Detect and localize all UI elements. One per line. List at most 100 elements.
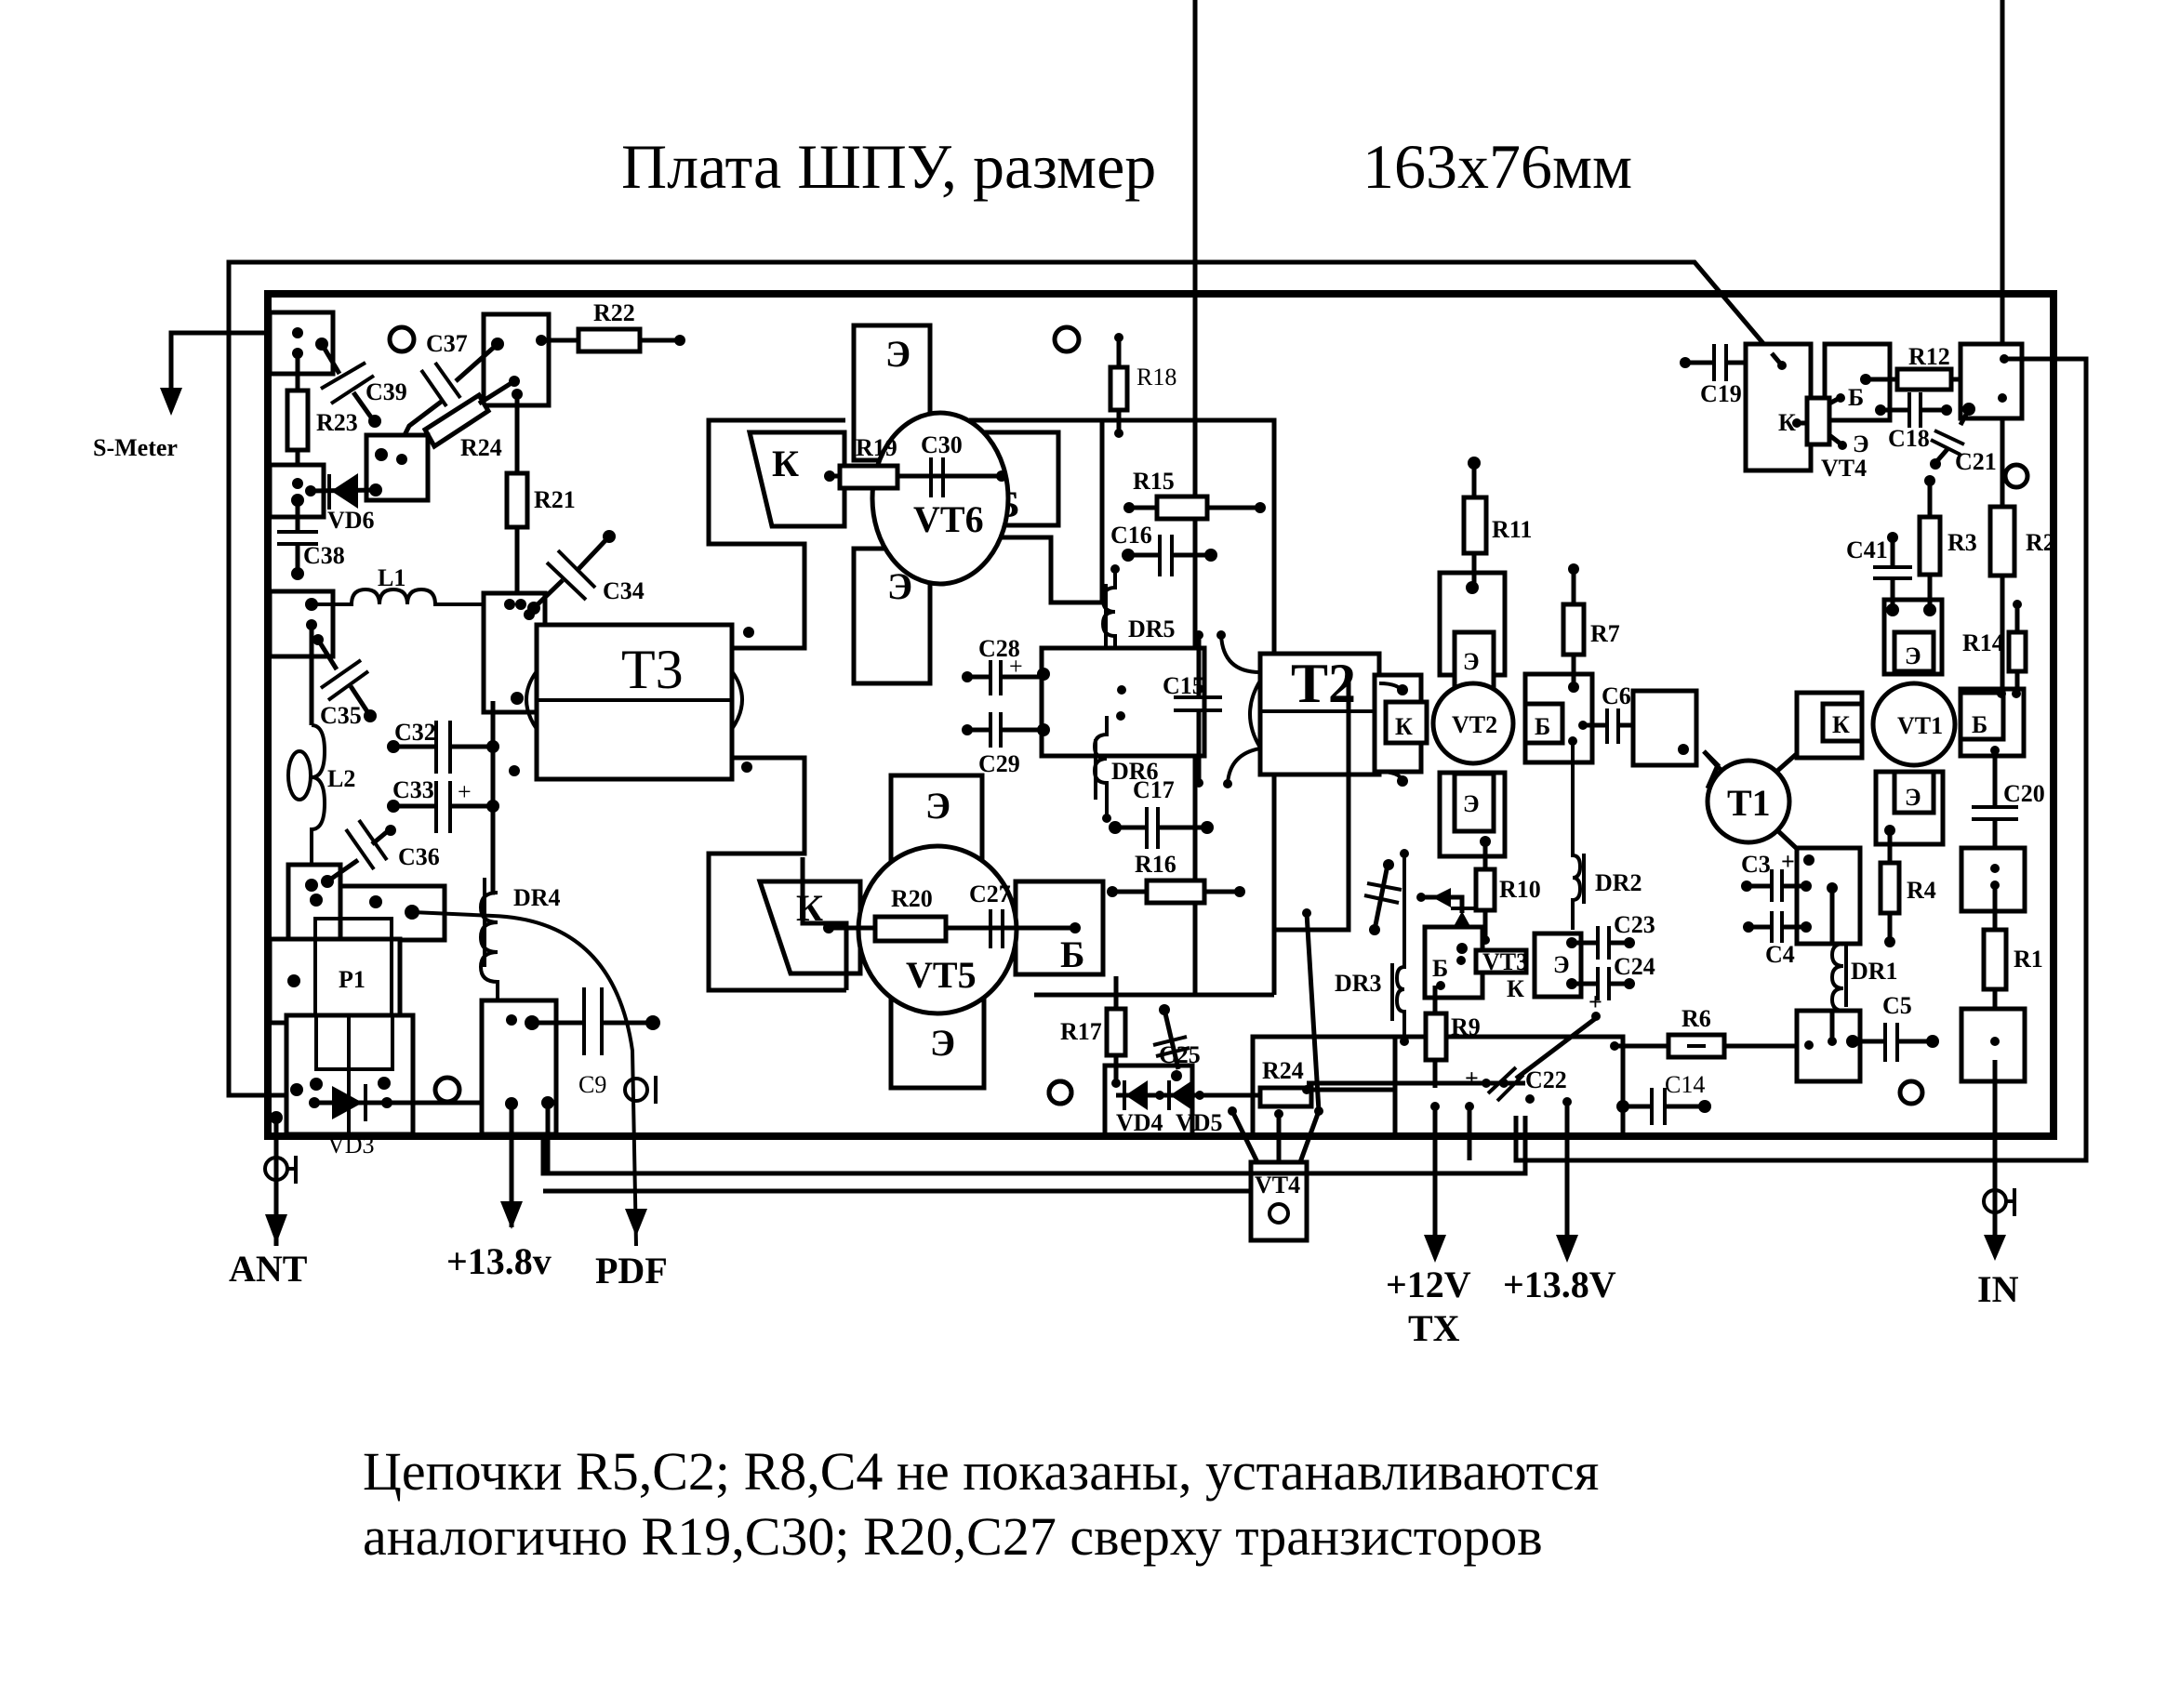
pad bbox=[1820, 701, 1865, 744]
label-T2: T2 bbox=[1291, 653, 1356, 714]
label-C41: C41 bbox=[1846, 536, 1888, 563]
inductor-L1-icon bbox=[312, 587, 507, 606]
svg-text:+: + bbox=[1588, 988, 1602, 1015]
tx-label: TX bbox=[1408, 1307, 1460, 1349]
resistor-R23 bbox=[285, 388, 311, 453]
svg-text:К: К bbox=[772, 443, 799, 484]
label-VT2: VT2 bbox=[1452, 711, 1497, 738]
v12-arrow-icon bbox=[1424, 1235, 1446, 1263]
svg-text:Э: Э bbox=[1463, 790, 1480, 817]
pdf-arrow-icon bbox=[625, 1209, 647, 1237]
inductor-L2-icon bbox=[310, 723, 327, 865]
note-line-2: аналогично R19,C30; R20,C27 сверху транз… bbox=[363, 1506, 1543, 1567]
label-R14: R14 bbox=[1962, 629, 2004, 656]
pad bbox=[1383, 699, 1429, 746]
label-DR1: DR1 bbox=[1851, 958, 1898, 985]
transistor-VT3 bbox=[1473, 947, 1529, 975]
label-VT5: VT5 bbox=[906, 954, 977, 996]
resistor-R2 bbox=[1987, 504, 2017, 578]
inductor-DR4-icon bbox=[478, 891, 499, 1010]
resistor-R7 bbox=[1561, 602, 1587, 657]
resistor-R11 bbox=[1461, 495, 1489, 556]
resistor-R4 bbox=[1878, 860, 1902, 916]
label-VD6: VD6 bbox=[327, 507, 375, 534]
v138-left-arrow-icon bbox=[500, 1201, 523, 1229]
resistor-R15 bbox=[1154, 494, 1210, 522]
transistor-VT2 bbox=[1430, 681, 1516, 766]
note-line-1: Цепочки R5,C2; R8,C4 не показаны, устана… bbox=[363, 1441, 1599, 1502]
label-C16: C16 bbox=[1110, 522, 1152, 549]
resistor-R16 bbox=[1144, 878, 1207, 906]
resistor-R18 bbox=[1108, 364, 1130, 413]
label-R20: R20 bbox=[891, 885, 933, 912]
v138-left-label: +13.8v bbox=[446, 1240, 552, 1282]
label-DR3: DR3 bbox=[1335, 970, 1382, 997]
svg-text:Б: Б bbox=[1972, 711, 1987, 738]
label-VT6: VT6 bbox=[913, 498, 984, 540]
pad bbox=[481, 311, 552, 408]
transistor-VT6 bbox=[870, 410, 1011, 587]
label-R11: R11 bbox=[1492, 516, 1532, 543]
transistor-VT4 bbox=[1804, 395, 1832, 447]
label-R7: R7 bbox=[1590, 620, 1620, 647]
label-C19: C19 bbox=[1700, 380, 1742, 407]
label-R3: R3 bbox=[1947, 529, 1977, 556]
label-T3: T3 bbox=[621, 639, 684, 700]
in-arrow-icon bbox=[1984, 1235, 2006, 1261]
label-C37: C37 bbox=[426, 330, 468, 357]
label-DR5: DR5 bbox=[1128, 616, 1176, 642]
svg-text:К: К bbox=[1832, 711, 1850, 738]
label-C21: C21 bbox=[1955, 448, 1997, 475]
svg-text:Э: Э bbox=[885, 333, 911, 375]
svg-text:Э: Э bbox=[1905, 642, 1921, 669]
pad bbox=[1452, 629, 1496, 691]
pad bbox=[1892, 769, 1936, 815]
pad bbox=[1958, 341, 2025, 421]
label-R10: R10 bbox=[1499, 876, 1541, 903]
resistor-R19 bbox=[837, 463, 900, 491]
label-P1: P1 bbox=[339, 966, 366, 993]
bottom-bus-wire bbox=[540, 1116, 1528, 1176]
label-C39: C39 bbox=[366, 378, 407, 405]
label-C24: C24 bbox=[1614, 953, 1655, 980]
transformer-T1 bbox=[1705, 758, 1792, 845]
label-R1: R1 bbox=[2014, 946, 2043, 973]
v138-right-arrow-icon bbox=[1556, 1235, 1578, 1263]
label-R18: R18 bbox=[1137, 364, 1176, 391]
label-C9: C9 bbox=[578, 1071, 606, 1098]
s-meter-label: S-Meter bbox=[93, 434, 178, 461]
label-R17: R17 bbox=[1060, 1018, 1102, 1045]
label-VD3: VD3 bbox=[327, 1132, 375, 1159]
svg-text:+: + bbox=[1009, 653, 1023, 680]
label-C30: C30 bbox=[921, 431, 963, 458]
title-right: 163x76мм bbox=[1362, 131, 1632, 202]
pad bbox=[1958, 690, 2006, 742]
label-R16: R16 bbox=[1135, 851, 1176, 878]
resistor-R21 bbox=[504, 470, 530, 530]
resistor-R22 bbox=[576, 326, 643, 354]
resistor-R14 bbox=[2006, 629, 2028, 674]
label-R15: R15 bbox=[1133, 468, 1175, 495]
label-C32: C32 bbox=[394, 719, 436, 746]
label-C28: C28 bbox=[978, 635, 1020, 662]
diode-VD6-icon bbox=[331, 473, 358, 509]
pad bbox=[1422, 924, 1485, 1000]
label-R9: R9 bbox=[1451, 1013, 1481, 1040]
pad bbox=[267, 589, 336, 659]
diode-VD3-icon bbox=[332, 1086, 363, 1119]
label-VD4: VD4 bbox=[1116, 1109, 1163, 1136]
svg-text:+: + bbox=[458, 778, 472, 805]
title-left: Плата ШПУ, размер bbox=[621, 131, 1156, 202]
label-R12: R12 bbox=[1908, 343, 1950, 370]
v12-label: +12V bbox=[1386, 1264, 1471, 1305]
label-R2: R2 bbox=[2026, 529, 2055, 556]
label-C25: C25 bbox=[1159, 1041, 1201, 1068]
label-C14: C14 bbox=[1665, 1071, 1705, 1098]
label-C3: C3 bbox=[1741, 851, 1771, 878]
v138-right-label: +13.8V bbox=[1503, 1264, 1616, 1305]
svg-text:+: + bbox=[1781, 848, 1795, 875]
board-outline bbox=[264, 290, 2057, 1140]
inductor-DR3-icon bbox=[1394, 855, 1406, 1041]
label-C36: C36 bbox=[398, 843, 440, 870]
label-R4: R4 bbox=[1907, 877, 1936, 904]
